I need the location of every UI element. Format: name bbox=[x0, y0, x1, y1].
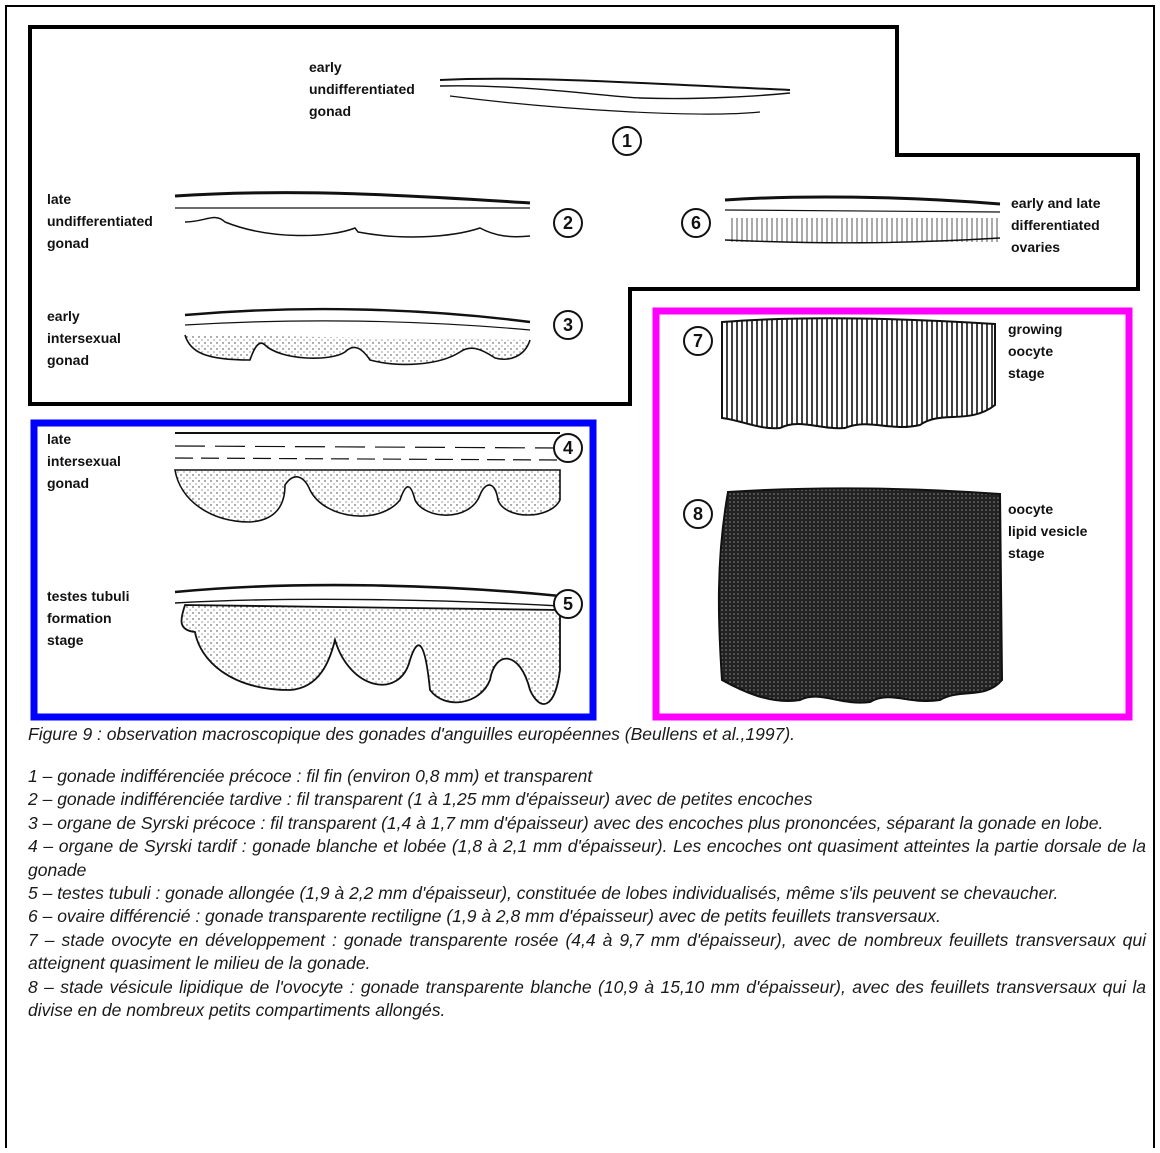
stage-number-8: 8 bbox=[683, 499, 713, 529]
stage-label-2: lateundifferentiatedgonad bbox=[47, 188, 153, 254]
note-8: 8 – stade vésicule lipidique de l'ovocyt… bbox=[28, 976, 1146, 1023]
note-7: 7 – stade ovocyte en développement : gon… bbox=[28, 929, 1146, 976]
stage-label-6: early and latedifferentiatedovaries bbox=[1011, 192, 1101, 258]
stage-label-4: lateintersexualgonad bbox=[47, 428, 121, 494]
gonad-drawing-6 bbox=[725, 197, 1000, 243]
stage-number-5: 5 bbox=[553, 589, 583, 619]
stage-label-8: oocytelipid vesiclestage bbox=[1008, 498, 1087, 564]
note-4: 4 – organe de Syrski tardif : gonade bla… bbox=[28, 835, 1146, 882]
stage-label-5: testes tubuliformationstage bbox=[47, 585, 129, 651]
stage-descriptions: 1 – gonade indifférenciée précoce : fil … bbox=[28, 765, 1146, 1022]
gonad-drawing-1 bbox=[440, 79, 790, 114]
stage-number-6: 6 bbox=[681, 208, 711, 238]
gonad-drawing-7 bbox=[722, 318, 995, 428]
note-1: 1 – gonade indifférenciée précoce : fil … bbox=[28, 765, 1146, 788]
gonad-figure bbox=[0, 0, 1160, 725]
stage-label-7: growingoocytestage bbox=[1008, 318, 1062, 384]
stage-label-1: earlyundifferentiatedgonad bbox=[309, 56, 415, 122]
stage-number-1: 1 bbox=[612, 126, 642, 156]
gonad-drawing-2 bbox=[175, 193, 530, 237]
gonad-drawing-3 bbox=[185, 309, 530, 364]
stage-number-3: 3 bbox=[553, 310, 583, 340]
figure-caption: Figure 9 : observation macroscopique des… bbox=[28, 724, 795, 745]
stage-label-3: earlyintersexualgonad bbox=[47, 305, 121, 371]
gonad-drawing-8 bbox=[719, 488, 1002, 702]
note-3: 3 – organe de Syrski précoce : fil trans… bbox=[28, 812, 1146, 835]
stage-number-4: 4 bbox=[553, 433, 583, 463]
stage-number-7: 7 bbox=[683, 326, 713, 356]
note-6: 6 – ovaire différencié : gonade transpar… bbox=[28, 905, 1146, 928]
gonad-drawing-5 bbox=[175, 585, 560, 704]
gonad-drawing-4 bbox=[175, 433, 560, 522]
stage-number-2: 2 bbox=[553, 208, 583, 238]
note-5: 5 – testes tubuli : gonade allongée (1,9… bbox=[28, 882, 1146, 905]
note-2: 2 – gonade indifférenciée tardive : fil … bbox=[28, 788, 1146, 811]
